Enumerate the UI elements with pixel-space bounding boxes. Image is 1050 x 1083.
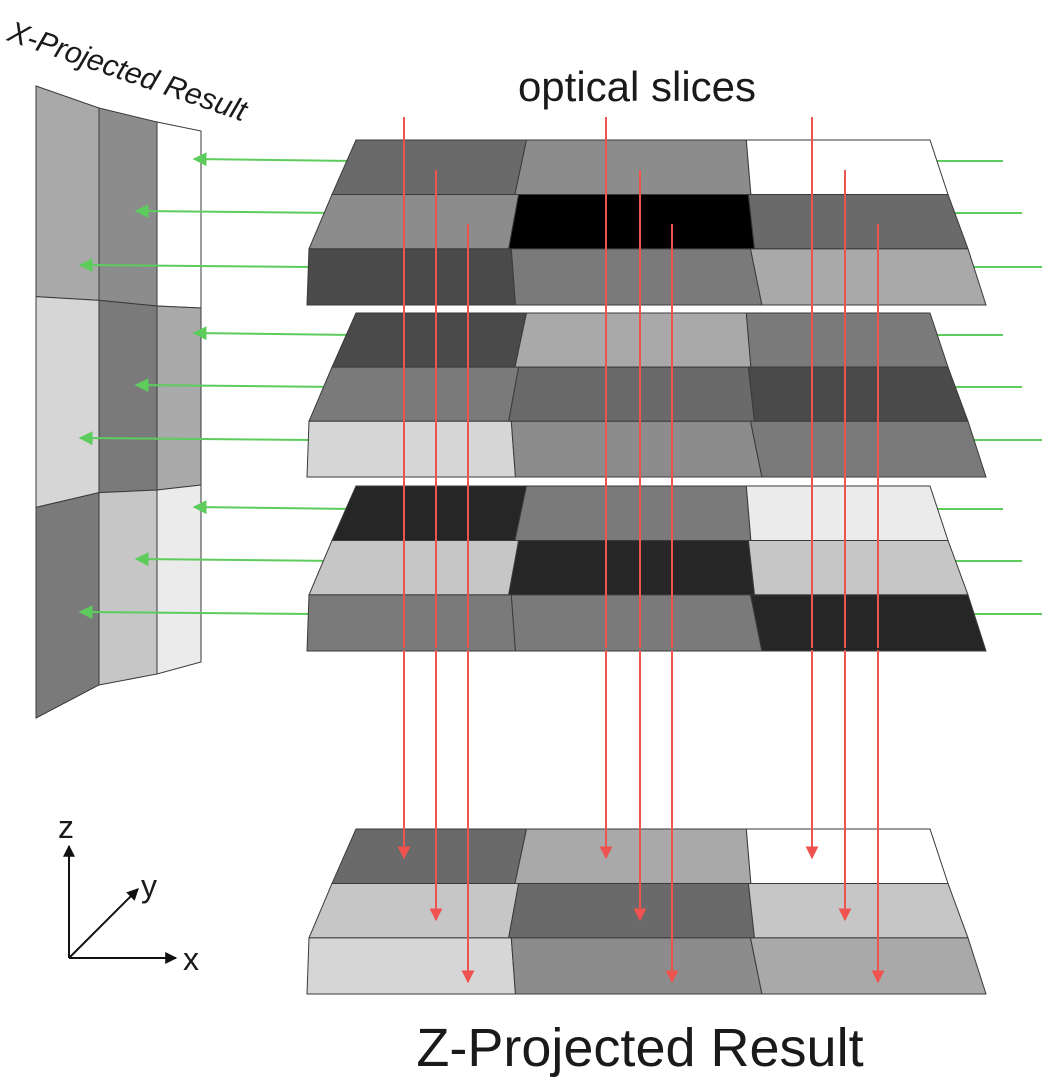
grid-cell bbox=[331, 828, 528, 884]
grid-cell bbox=[306, 248, 516, 306]
axis-x-label: x bbox=[183, 941, 199, 977]
green-arrow bbox=[192, 500, 356, 515]
grid-cell bbox=[510, 594, 763, 652]
grid-cell bbox=[308, 193, 520, 250]
axis-z-label: z bbox=[58, 809, 74, 845]
grid-cell bbox=[508, 539, 756, 596]
x-panel-cell bbox=[156, 484, 202, 675]
grid-cell bbox=[306, 420, 516, 478]
x-projected-panel bbox=[35, 85, 202, 719]
grid-cell bbox=[747, 539, 969, 596]
green-arrow bbox=[134, 204, 339, 219]
grid-cell bbox=[508, 366, 756, 422]
axis-indicator bbox=[63, 844, 178, 964]
green-arrow bbox=[192, 152, 356, 167]
grid-cell bbox=[745, 485, 949, 541]
grid-cell bbox=[510, 937, 763, 995]
z-projected-grid bbox=[306, 828, 987, 995]
grid-cell bbox=[510, 420, 763, 478]
grid-cell bbox=[749, 248, 987, 306]
grid-cell bbox=[745, 139, 949, 195]
grid-cell bbox=[308, 882, 520, 939]
x-panel-cell bbox=[35, 85, 100, 301]
grid-cell bbox=[331, 139, 528, 195]
z-projected-label: Z-Projected Result bbox=[416, 1018, 863, 1078]
grid-cell bbox=[308, 539, 520, 596]
optical-slices-stack bbox=[306, 139, 987, 652]
grid-cell bbox=[508, 193, 756, 250]
grid-cell bbox=[514, 485, 752, 541]
green-arrows bbox=[78, 152, 1042, 620]
axis-y-label: y bbox=[141, 868, 157, 904]
x-panel-cell bbox=[35, 296, 100, 508]
optical-slice-3 bbox=[306, 485, 987, 652]
green-arrow bbox=[134, 552, 339, 567]
grid-cell bbox=[749, 594, 987, 652]
grid-cell bbox=[514, 312, 752, 368]
grid-cell bbox=[306, 937, 516, 995]
optical-slice-1 bbox=[306, 139, 987, 306]
grid-cell bbox=[745, 828, 949, 884]
grid-cell bbox=[749, 420, 987, 478]
red-stubs bbox=[403, 117, 879, 648]
grid-cell bbox=[510, 248, 763, 306]
x-panel-cell bbox=[35, 492, 100, 719]
grid-cell bbox=[331, 312, 528, 368]
red-arrows bbox=[397, 650, 885, 984]
grid-cell bbox=[747, 366, 969, 422]
grid-cell bbox=[308, 366, 520, 422]
z-projected-panel bbox=[306, 828, 987, 995]
grid-cell bbox=[306, 594, 516, 652]
optical-slice-2 bbox=[306, 312, 987, 478]
optical-slices-label: optical slices bbox=[518, 63, 756, 110]
green-arrow bbox=[78, 605, 312, 620]
green-arrow bbox=[134, 378, 339, 393]
grid-cell bbox=[514, 139, 752, 195]
green-arrow bbox=[78, 258, 312, 273]
grid-cell bbox=[749, 937, 987, 995]
grid-cell bbox=[514, 828, 752, 884]
green-arrow bbox=[78, 431, 312, 446]
y-axis-arrow bbox=[68, 888, 139, 959]
grid-cell bbox=[331, 485, 528, 541]
x-panel-cell bbox=[98, 489, 158, 686]
grid-cell bbox=[747, 193, 969, 250]
grid-cell bbox=[508, 882, 756, 939]
grid-cell bbox=[747, 882, 969, 939]
x-panel-cell bbox=[156, 121, 202, 309]
x-panel-cell bbox=[98, 107, 158, 307]
green-arrow bbox=[192, 326, 356, 341]
x-panel-cell bbox=[98, 299, 158, 494]
grid-cell bbox=[745, 312, 949, 368]
